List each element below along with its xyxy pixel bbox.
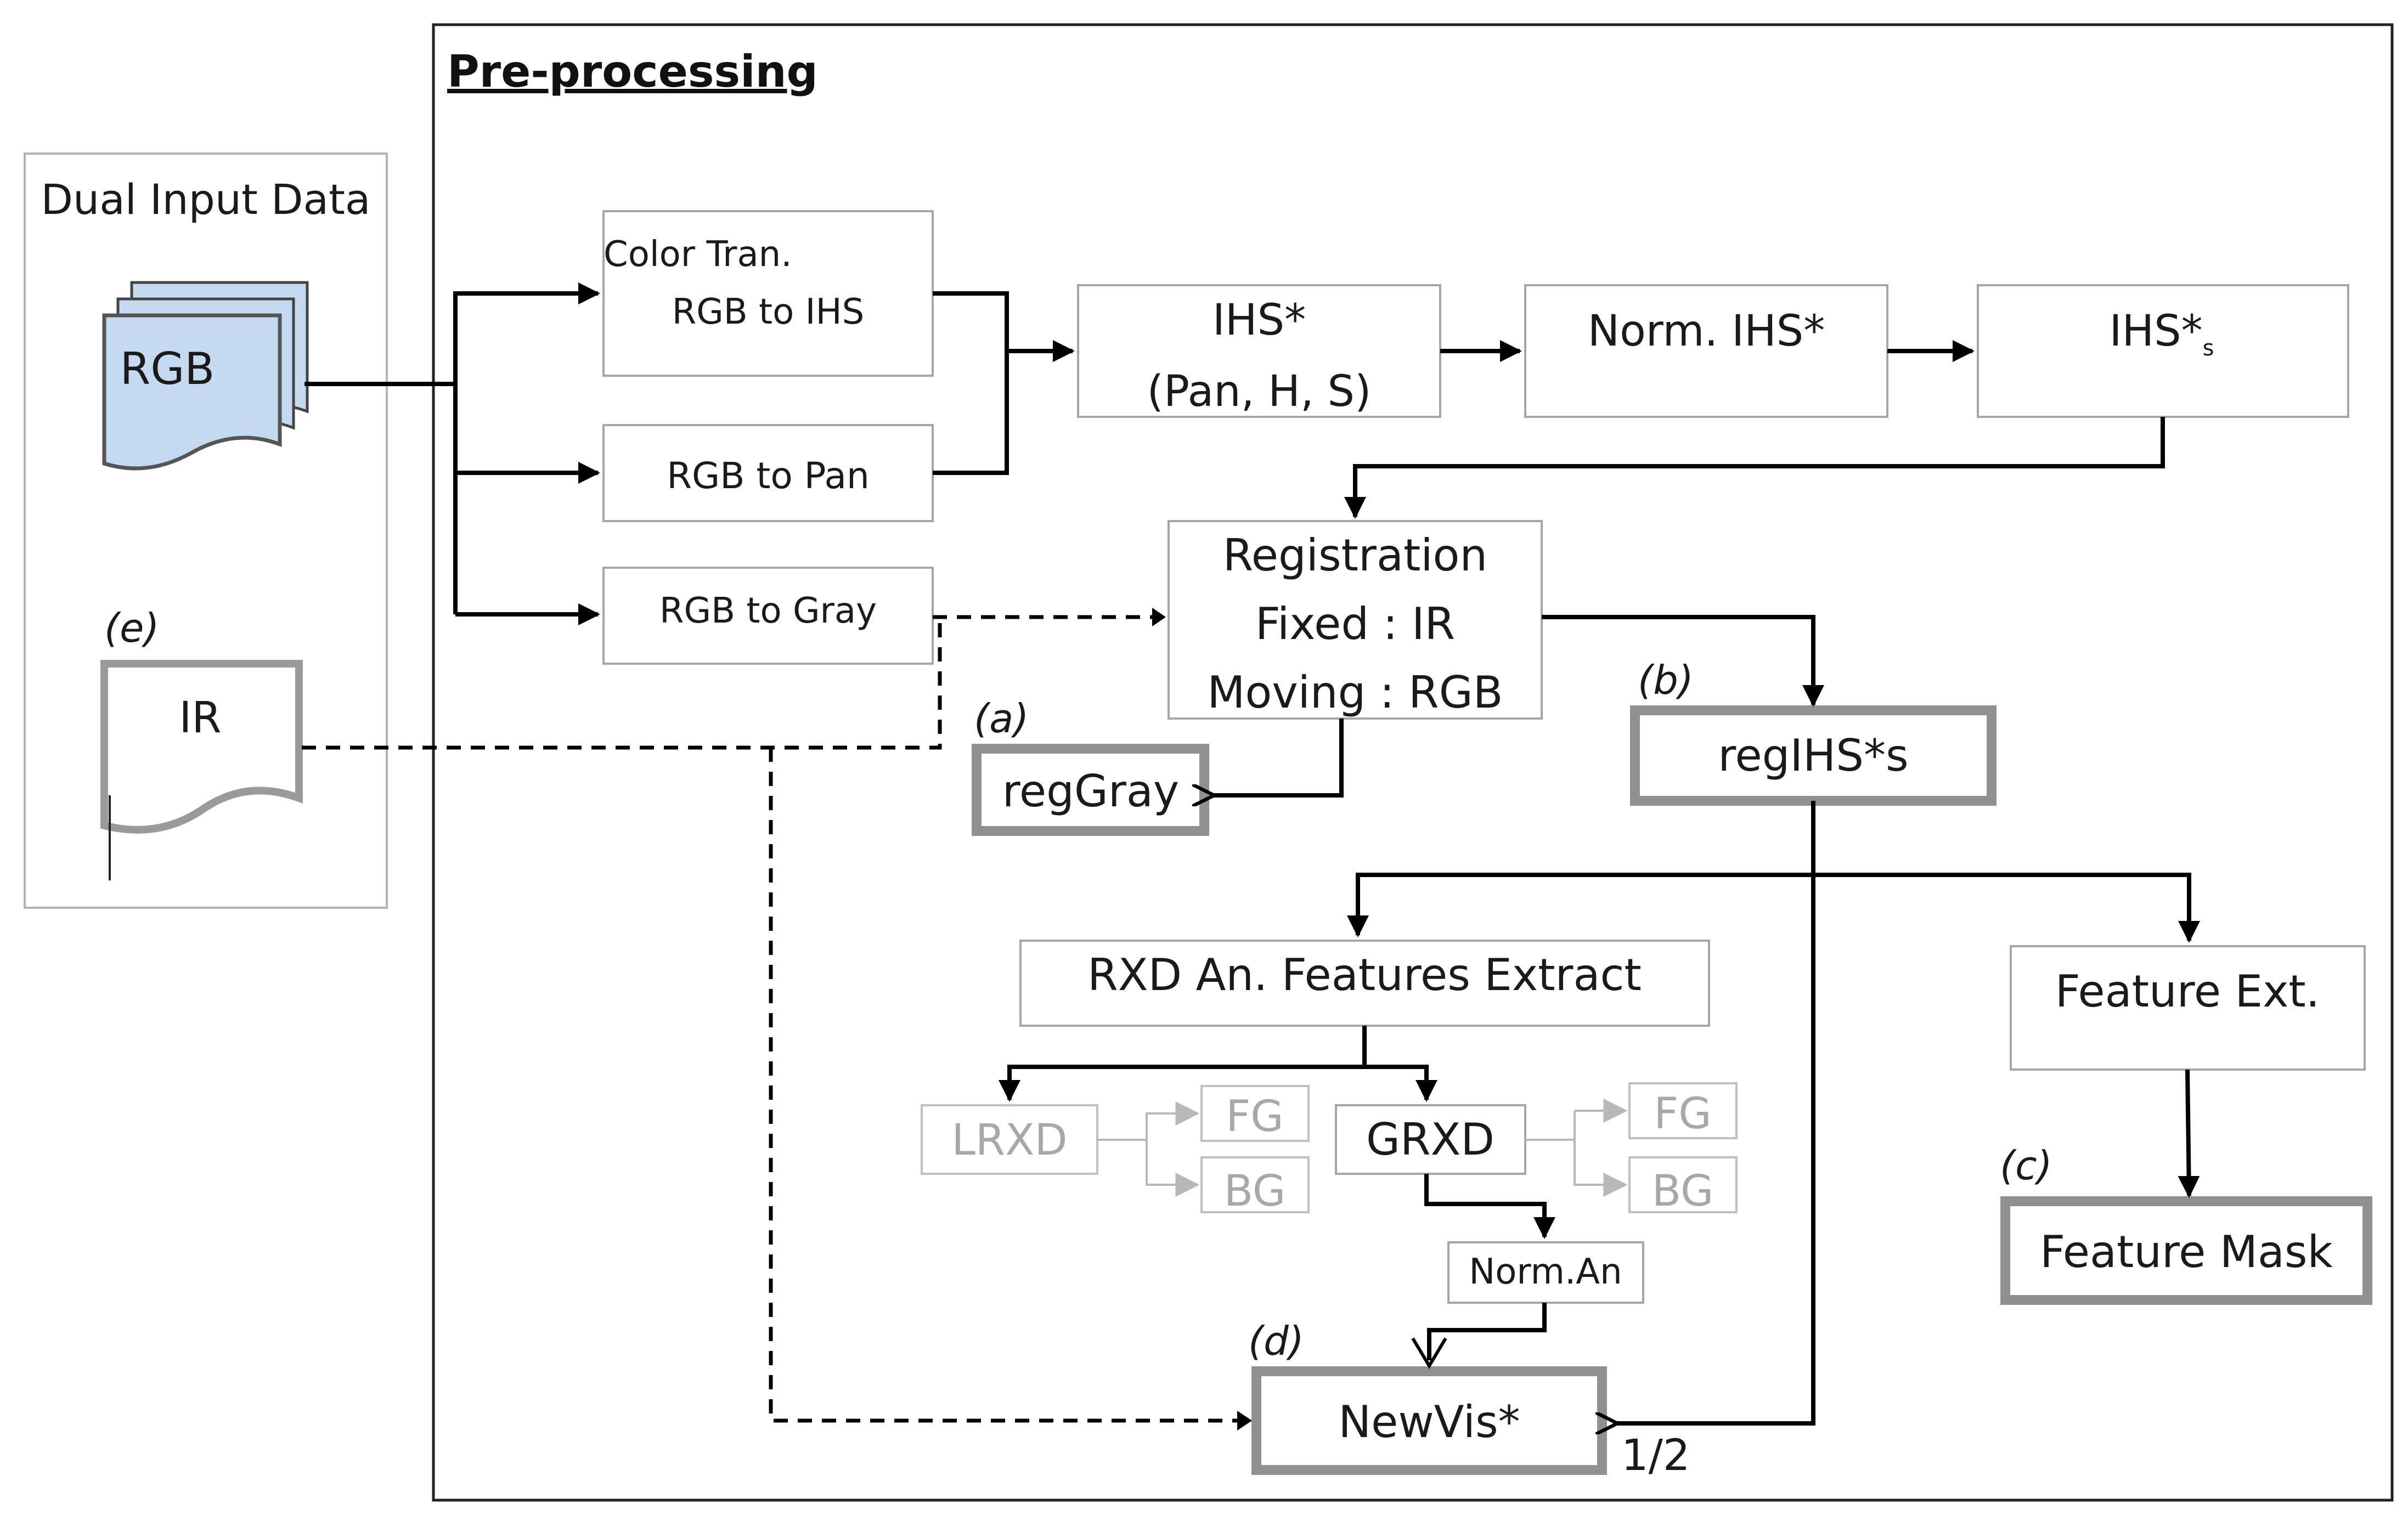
tag-c: (c) bbox=[2000, 1143, 2052, 1189]
bg2-label: BG bbox=[1652, 1167, 1714, 1216]
weight-label: 1/2 bbox=[1621, 1431, 1690, 1480]
tag-d: (d) bbox=[1248, 1318, 1304, 1364]
color-tran-line2: RGB to IHS bbox=[672, 292, 865, 332]
arrow-to-lrxd bbox=[999, 1065, 1364, 1102]
grxd-label: GRXD bbox=[1366, 1114, 1495, 1165]
arrow-to-grxd bbox=[1364, 1065, 1437, 1102]
rgb-to-pan-box bbox=[602, 424, 934, 522]
lrxd-out-line bbox=[1097, 1112, 1196, 1141]
bg2-box bbox=[1628, 1156, 1738, 1213]
dash-ir-line bbox=[302, 617, 942, 750]
rgb-document-icon bbox=[102, 281, 309, 471]
reg-gray-label: regGray bbox=[1002, 766, 1179, 817]
ihs-s-main: IHS* bbox=[2109, 307, 2202, 356]
arrow-ihs-s-to-registration bbox=[1344, 417, 2165, 519]
dash-arrowhead-newvis bbox=[1237, 1411, 1252, 1430]
arrow-grxd-to-norm-an bbox=[1424, 1174, 1555, 1239]
fg2-box bbox=[1628, 1082, 1738, 1139]
feature-ext-label: Feature Ext. bbox=[2055, 966, 2320, 1017]
reg-ihs-label: regIHS*s bbox=[1718, 730, 1908, 781]
arrow-to-color-tran bbox=[453, 282, 600, 384]
grxd-out-line bbox=[1525, 1111, 1576, 1141]
color-tran-line1: Color Tran. bbox=[604, 234, 792, 275]
ihs-s-label: IHS*s bbox=[2109, 307, 2214, 361]
registration-box bbox=[1168, 520, 1543, 720]
norm-an-label: Norm.An bbox=[1469, 1252, 1622, 1292]
fg1-box bbox=[1200, 1085, 1310, 1142]
arrow-registration-to-reg-gray bbox=[1210, 719, 1344, 795]
arrow-to-rxd bbox=[1347, 873, 1813, 937]
color-tran-box bbox=[602, 210, 934, 377]
input-panel bbox=[24, 152, 388, 909]
color-tran-out-line bbox=[933, 291, 1009, 475]
ihs-box bbox=[1077, 284, 1441, 418]
feature-mask-box bbox=[2000, 1196, 2372, 1305]
fg1-label: FG bbox=[1226, 1092, 1283, 1141]
ihs-s-sub: s bbox=[2203, 336, 2214, 361]
ir-document-icon bbox=[100, 660, 303, 834]
registration-line2: Fixed : IR bbox=[1255, 598, 1455, 649]
rgb-document-label: RGB bbox=[120, 343, 215, 394]
feature-mask-label: Feature Mask bbox=[2040, 1226, 2333, 1277]
dash-ir-to-newvis bbox=[769, 748, 1237, 1423]
feature-ext-box bbox=[2010, 945, 2366, 1071]
ihs-line1: IHS* bbox=[1213, 296, 1306, 345]
rgb-to-gray-box bbox=[602, 567, 934, 665]
newvis-box bbox=[1251, 1366, 1607, 1475]
tag-a: (a) bbox=[974, 696, 1029, 742]
lrxd-to-bg bbox=[1146, 1140, 1200, 1197]
ihs-line2: (Pan, H, S) bbox=[1147, 367, 1372, 416]
lrxd-label: LRXD bbox=[951, 1116, 1067, 1165]
lrxd-box bbox=[921, 1104, 1098, 1175]
dash-arrowhead-registration bbox=[1152, 608, 1166, 626]
arrow-feature-ext-to-mask bbox=[2178, 1069, 2200, 1198]
bg1-label: BG bbox=[1224, 1167, 1286, 1216]
registration-line1: Registration bbox=[1223, 530, 1487, 581]
ir-document-label: IR bbox=[179, 693, 221, 743]
reg-ihs-down-line bbox=[1613, 801, 1815, 1423]
preprocessing-title: Pre-processing bbox=[447, 46, 818, 97]
norm-ihs-label: Norm. IHS* bbox=[1588, 307, 1825, 356]
newvis-label: NewVis* bbox=[1338, 1396, 1520, 1448]
preprocessing-frame bbox=[432, 23, 2394, 1502]
grxd-box bbox=[1335, 1104, 1526, 1175]
ir-tag: (e) bbox=[104, 605, 159, 651]
arrow-to-feature-ext bbox=[1813, 873, 2200, 943]
rgb-to-pan-label: RGB to Pan bbox=[667, 455, 870, 497]
rxd-box bbox=[1019, 940, 1710, 1027]
reg-gray-box bbox=[972, 744, 1209, 836]
arrow-norm-an-to-newvis bbox=[1427, 1303, 1547, 1360]
grxd-to-bg bbox=[1574, 1140, 1628, 1197]
fg2-label: FG bbox=[1654, 1089, 1711, 1139]
input-panel-title: Dual Input Data bbox=[41, 175, 371, 224]
norm-an-box bbox=[1447, 1241, 1644, 1304]
rgb-to-gray-label: RGB to Gray bbox=[659, 591, 877, 631]
tag-b: (b) bbox=[1638, 657, 1694, 703]
registration-line3: Moving : RGB bbox=[1207, 667, 1503, 718]
norm-ihs-box bbox=[1524, 284, 1888, 418]
ihs-s-box bbox=[1977, 284, 2349, 418]
rxd-label: RXD An. Features Extract bbox=[1087, 949, 1642, 1000]
arrowhead-norm-an-to-newvis bbox=[1411, 1337, 1447, 1369]
arrow-registration-to-reg-ihs bbox=[1542, 615, 1824, 707]
bg1-box bbox=[1200, 1156, 1310, 1213]
